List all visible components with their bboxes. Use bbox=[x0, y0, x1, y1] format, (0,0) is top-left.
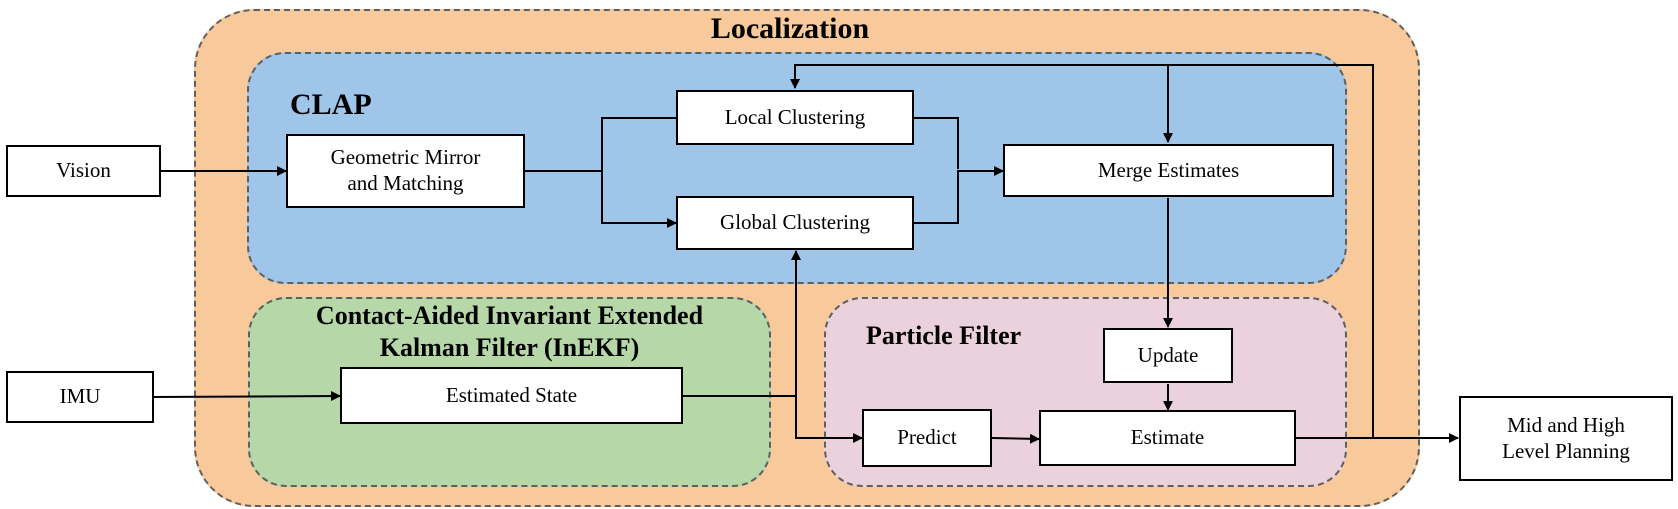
mid-high-level-planning-box: Mid and High Level Planning bbox=[1459, 396, 1673, 481]
clap-title: CLAP bbox=[290, 88, 372, 121]
estimated-state-box: Estimated State bbox=[340, 367, 683, 424]
arrow-local-to-merge bbox=[914, 117, 959, 169]
arrow-imu-to-state bbox=[152, 391, 341, 402]
predict-box: Predict bbox=[862, 409, 992, 467]
localization-title: Localization bbox=[710, 12, 870, 45]
merge-estimates-box: Merge Estimates bbox=[1003, 144, 1334, 197]
update-box: Update bbox=[1103, 328, 1233, 383]
arrow-geometric-to-clustering bbox=[525, 117, 676, 223]
inekf-title: Contact-Aided Invariant Extended Kalman … bbox=[315, 301, 704, 362]
imu-box: IMU bbox=[6, 371, 154, 423]
geometric-mirror-box: Geometric Mirror and Matching bbox=[286, 134, 525, 208]
arrow-global-to-merge bbox=[914, 166, 1004, 224]
vision-box: Vision bbox=[6, 145, 161, 197]
arrow-state-to-predict bbox=[683, 395, 863, 443]
arrow-predict-to-estimate bbox=[991, 433, 1040, 444]
global-clustering-box: Global Clustering bbox=[676, 196, 914, 250]
particle-filter-title: Particle Filter bbox=[866, 321, 1022, 350]
local-clustering-box: Local Clustering bbox=[676, 90, 914, 145]
estimate-box: Estimate bbox=[1039, 410, 1296, 466]
feedback-line bbox=[790, 64, 1374, 438]
